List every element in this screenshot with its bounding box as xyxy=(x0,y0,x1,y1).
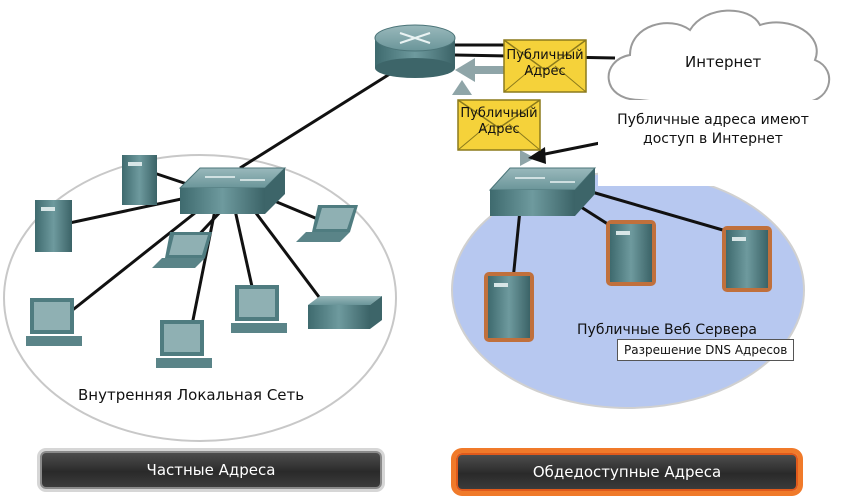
envelope-icon xyxy=(503,39,587,93)
desktop-computer-icon xyxy=(231,285,287,333)
envelope-icon xyxy=(457,99,541,151)
internet-label: Интернет xyxy=(685,53,762,71)
desktop-computer-icon xyxy=(26,298,82,346)
envelope-1-label: Публичный Адрес xyxy=(506,48,584,79)
server-icon xyxy=(35,200,72,252)
server-icon xyxy=(122,155,157,205)
lan-label: Внутренняя Локальная Сеть xyxy=(78,386,305,404)
public-addresses-button[interactable]: Обдедоступные Адреса xyxy=(456,453,798,491)
laptop-icon xyxy=(152,232,212,268)
server-icon xyxy=(606,220,656,286)
lan-zone xyxy=(3,154,397,442)
printer-icon xyxy=(308,296,382,329)
callout-text: Публичные адреса имеют доступ в Интернет xyxy=(617,112,809,147)
laptop-icon xyxy=(296,205,358,242)
envelope-2-label: Публичный Адрес xyxy=(460,106,538,137)
router-icon xyxy=(374,24,456,78)
private-addresses-button[interactable]: Частные Адреса xyxy=(40,451,382,489)
desktop-computer-icon xyxy=(156,320,212,368)
callout-public-addresses: Публичные адреса имеют доступ в Интернет xyxy=(598,100,828,186)
dns-tooltip: Разрешение DNS Адресов xyxy=(617,339,795,361)
switch-icon xyxy=(178,167,287,214)
server-icon xyxy=(484,272,534,342)
web-servers-label: Публичные Веб Сервера xyxy=(577,322,757,338)
switch-icon xyxy=(488,167,597,216)
server-icon xyxy=(722,226,772,292)
